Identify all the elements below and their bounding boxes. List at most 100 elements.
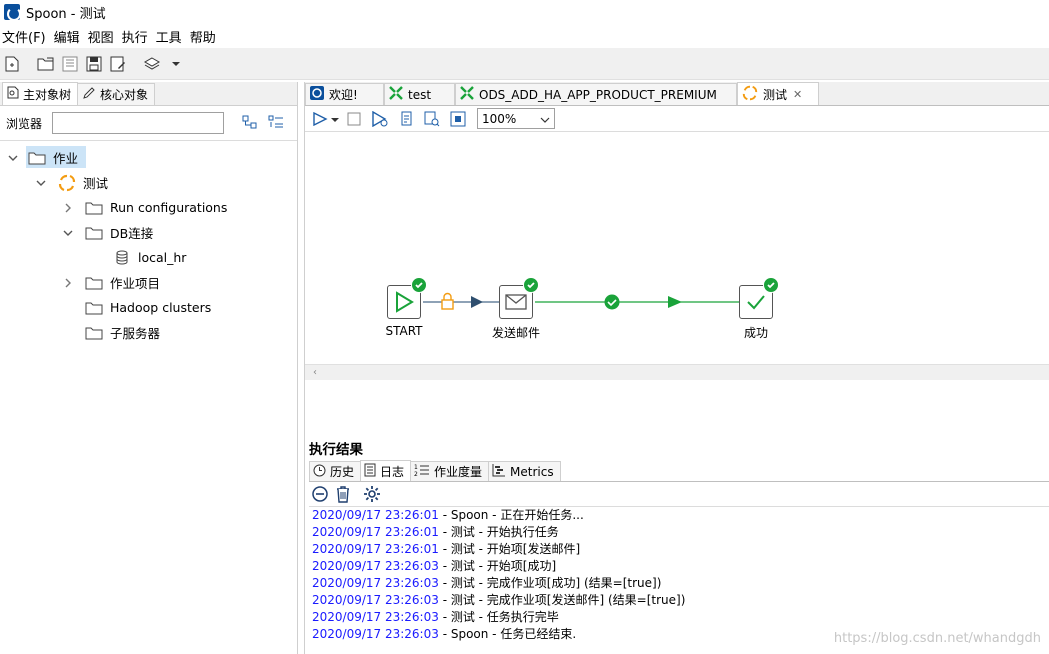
left-tab-bar: 主对象树 核心对象 [0, 82, 297, 106]
log-line: 2020/09/17 23:26:01 - 测试 - 开始项[发送邮件] [312, 542, 581, 556]
menu-run[interactable]: 执行 [121, 30, 148, 46]
chevron-down-icon[interactable] [6, 151, 20, 165]
run-icon[interactable] [309, 108, 331, 130]
tab-main-tree[interactable]: 主对象树 [2, 82, 79, 105]
gear-icon[interactable] [363, 485, 381, 506]
tree-item-hadoop-clusters[interactable]: Hadoop clusters [0, 295, 297, 320]
menu-tools[interactable]: 工具 [155, 30, 182, 46]
tree-item-label: 作业项目 [110, 276, 161, 291]
layers-icon[interactable] [140, 52, 164, 76]
tree-tab-icon [7, 86, 19, 102]
zoom-select[interactable]: 100% [477, 108, 555, 129]
menu-file[interactable]: 文件(F) [2, 30, 46, 46]
menu-edit[interactable]: 编辑 [53, 30, 80, 46]
tab-history[interactable]: 历史 [309, 461, 362, 481]
tab-history-label: 历史 [330, 465, 355, 479]
start-node[interactable] [387, 285, 421, 319]
save-icon[interactable] [82, 52, 106, 76]
chevron-right-icon[interactable] [61, 201, 75, 215]
tree-item-jobs[interactable]: 作业 [0, 145, 297, 170]
lock-icon [441, 292, 454, 310]
results-toolbar [311, 484, 381, 506]
svg-text:1: 1 [414, 464, 418, 471]
dropdown-chevron-icon[interactable] [164, 52, 188, 76]
tree-item-label: 测试 [83, 176, 109, 191]
tab-core-objects[interactable]: 核心对象 [77, 83, 156, 105]
browser-label: 浏览器 [6, 116, 43, 131]
spoon-icon [310, 86, 324, 103]
tree-item-local-hr[interactable]: local_hr [0, 245, 297, 270]
debug-run-icon[interactable] [369, 108, 391, 130]
main-toolbar [0, 48, 1049, 80]
log-area[interactable]: 2020/09/17 23:26:01 - Spoon - 正在开始任务... … [309, 506, 1049, 654]
tab-test-transformation[interactable]: test [384, 83, 455, 105]
replay-icon[interactable] [395, 108, 417, 130]
expand-all-icon[interactable] [242, 115, 258, 132]
chevron-down-icon [540, 112, 550, 126]
open-icon[interactable] [34, 52, 58, 76]
job-icon [742, 85, 758, 104]
object-tree: 作业 测试 Run configurations [0, 145, 297, 345]
tree-item-label: Hadoop clusters [110, 300, 212, 315]
tree-item-job-test[interactable]: 测试 [0, 170, 297, 195]
tab-job-metrics-label: 作业度量 [434, 465, 483, 479]
start-node-label: START [385, 324, 423, 338]
tree-item-run-configurations[interactable]: Run configurations [0, 195, 297, 220]
tab-main-tree-label: 主对象树 [23, 87, 72, 102]
log-line: 2020/09/17 23:26:03 - Spoon - 任务已经结束. [312, 627, 577, 641]
close-tab-icon[interactable]: ✕ [793, 87, 803, 101]
tab-welcome[interactable]: 欢迎! [305, 83, 384, 105]
tab-metrics[interactable]: Metrics [488, 461, 561, 481]
job-icon [58, 174, 76, 191]
editor-tab-bar: 欢迎! test ODS_ADD_HA_APP_PRODUCT_PREMIUM … [305, 82, 1049, 106]
canvas-horizontal-scrollbar[interactable]: ‹ [305, 364, 1049, 380]
canvas-toolbar: 100% [305, 106, 1049, 132]
send-mail-node[interactable] [499, 285, 533, 319]
pencil-icon [82, 86, 96, 103]
folder-icon [85, 225, 103, 241]
tab-welcome-label: 欢迎! [329, 88, 358, 102]
clear-log-icon[interactable] [311, 485, 329, 506]
folder-icon [85, 325, 103, 341]
hop-success-condition-icon [604, 294, 620, 310]
log-line: 2020/09/17 23:26:03 - 测试 - 开始项[成功] [312, 559, 557, 573]
tree-item-db-connections[interactable]: DB连接 [0, 220, 297, 245]
new-file-icon[interactable] [0, 52, 24, 76]
sql-check-icon[interactable] [421, 108, 443, 130]
tab-job-test-label: 测试 [763, 87, 788, 102]
browser-search-input[interactable] [52, 112, 225, 134]
tab-core-objects-label: 核心对象 [100, 88, 149, 102]
collapse-all-icon[interactable] [268, 115, 284, 132]
menu-view[interactable]: 视图 [87, 30, 114, 46]
zoom-value: 100% [482, 111, 517, 126]
gantt-icon [492, 463, 506, 480]
chevron-right-icon[interactable] [61, 276, 75, 290]
stop-icon[interactable] [343, 108, 365, 130]
log-line: 2020/09/17 23:26:03 - 测试 - 任务执行完毕 [312, 610, 559, 624]
folder-icon [28, 150, 46, 166]
align-icon[interactable] [447, 108, 469, 130]
transformation-icon [460, 86, 474, 103]
tab-job-test[interactable]: 测试 ✕ [737, 82, 819, 105]
chevron-down-icon[interactable] [34, 176, 48, 190]
run-dropdown-icon[interactable] [331, 112, 339, 126]
success-node-label: 成功 [743, 326, 769, 340]
trash-icon[interactable] [335, 485, 351, 506]
tab-ods-transformation[interactable]: ODS_ADD_HA_APP_PRODUCT_PREMIUM [455, 83, 737, 105]
success-badge-icon [523, 277, 539, 293]
log-icon [364, 463, 376, 480]
tab-metrics-label: Metrics [510, 464, 554, 479]
save-as-icon[interactable] [106, 52, 130, 76]
tab-log[interactable]: 日志 [360, 460, 412, 481]
tree-item-slave-servers[interactable]: 子服务器 [0, 320, 297, 345]
title-bar: Spoon - 测试 [0, 0, 1049, 24]
right-panel: 欢迎! test ODS_ADD_HA_APP_PRODUCT_PREMIUM … [304, 82, 1049, 654]
tree-item-job-entries[interactable]: 作业项目 [0, 270, 297, 295]
send-mail-node-label: 发送邮件 [491, 326, 541, 340]
tree-item-label: 作业 [53, 151, 79, 166]
menu-help[interactable]: 帮助 [189, 30, 216, 46]
chevron-down-icon[interactable] [61, 226, 75, 240]
explore-repository-icon[interactable] [58, 52, 82, 76]
